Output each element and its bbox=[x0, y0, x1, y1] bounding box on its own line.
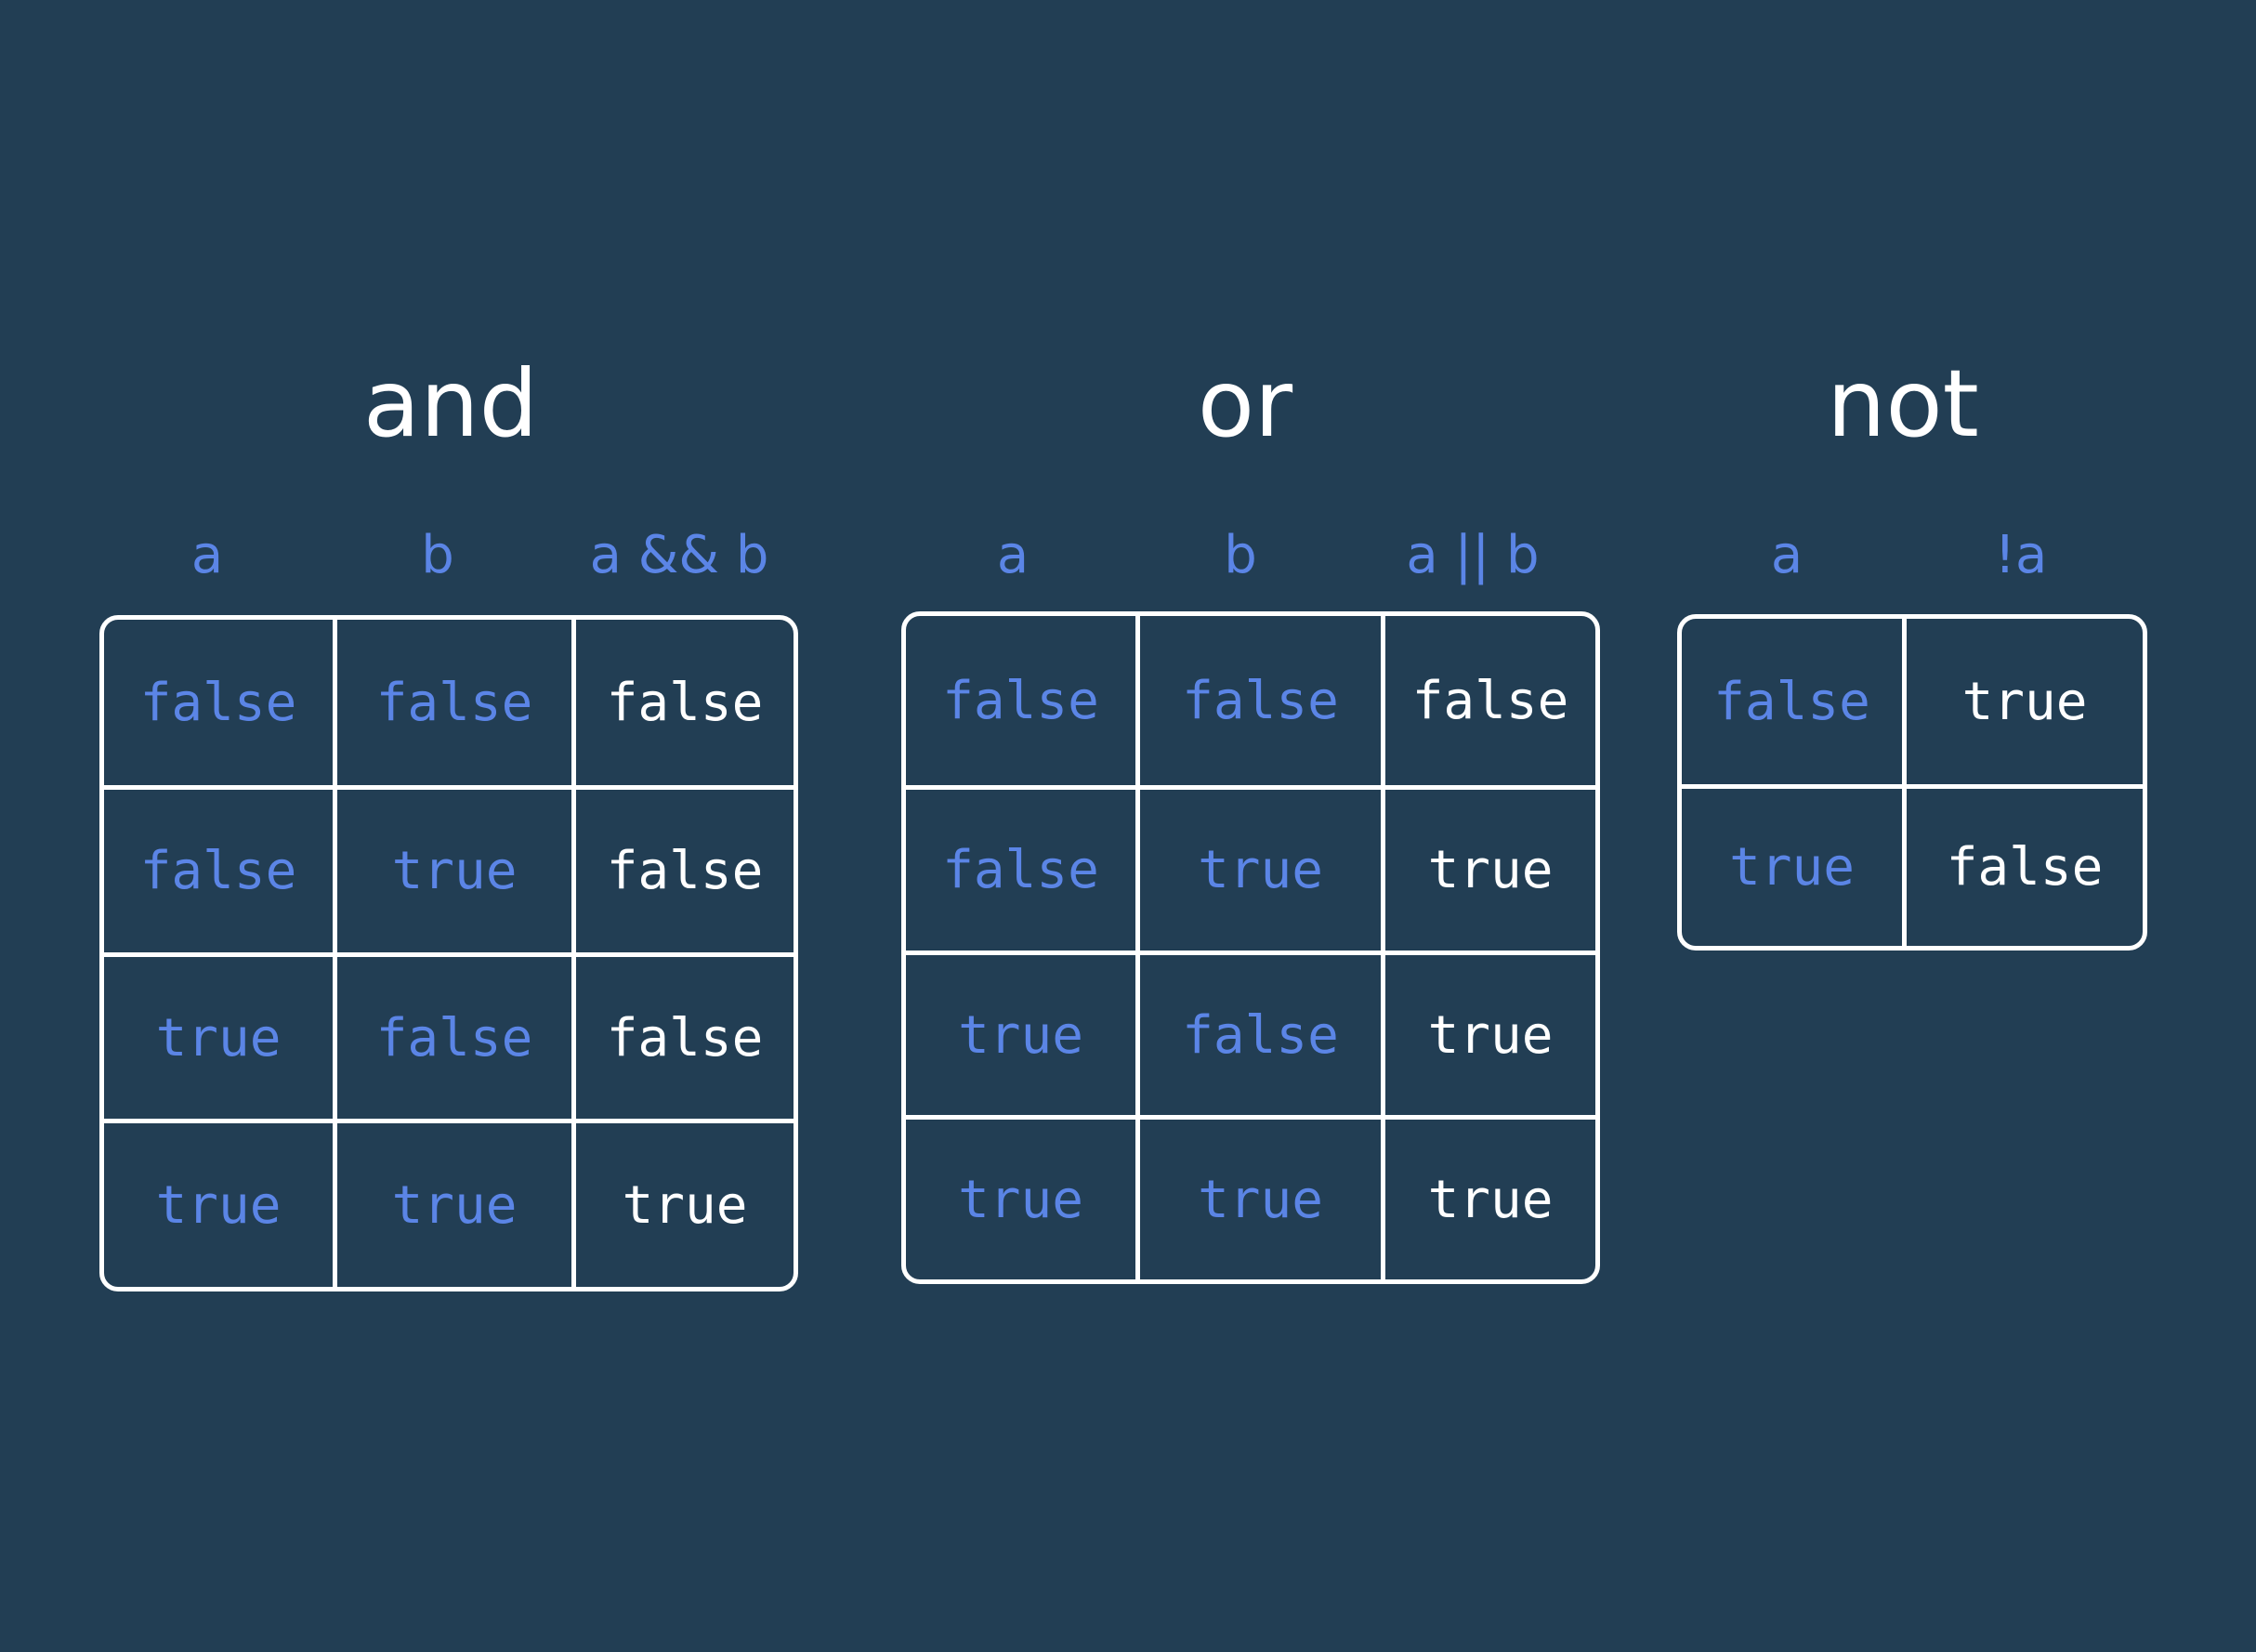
not-row-divider bbox=[1682, 784, 2143, 789]
and-cell-b: true bbox=[391, 1174, 518, 1236]
or-cell-result: true bbox=[1427, 1004, 1554, 1066]
not-cell-result: true bbox=[1961, 671, 2088, 732]
not-header-result: !a bbox=[1994, 525, 2048, 585]
and-cell-a: false bbox=[139, 841, 297, 901]
or-cell-result: false bbox=[1411, 670, 1569, 731]
or-cell-result: true bbox=[1427, 840, 1554, 900]
not-cell-a: false bbox=[1713, 671, 1870, 732]
not-col-divider bbox=[1902, 619, 1907, 946]
and-header-b: b bbox=[421, 525, 454, 585]
or-cell-b: false bbox=[1182, 670, 1339, 731]
and-cell-a: false bbox=[139, 672, 297, 733]
not-table: false true true false bbox=[1677, 614, 2147, 951]
or-cell-b: false bbox=[1182, 1004, 1339, 1066]
and-header-a: a bbox=[190, 525, 224, 585]
or-header-b: b bbox=[1224, 525, 1257, 585]
or-header-result: a || b bbox=[1406, 525, 1540, 585]
and-row-divider bbox=[104, 1119, 794, 1123]
and-cell-result: false bbox=[606, 1007, 764, 1069]
and-cell-result: false bbox=[606, 841, 764, 901]
not-header-a: a bbox=[1770, 525, 1803, 585]
or-row-divider bbox=[906, 785, 1595, 790]
or-row-divider bbox=[906, 1115, 1595, 1120]
not-cell-result: false bbox=[1946, 837, 2104, 898]
and-header-result: a && b bbox=[589, 525, 769, 585]
not-cell-a: true bbox=[1729, 837, 1855, 898]
and-row-divider bbox=[104, 952, 794, 957]
and-cell-b: true bbox=[391, 841, 518, 901]
or-header-a: a bbox=[996, 525, 1030, 585]
and-cell-a: true bbox=[155, 1007, 282, 1069]
and-table: false false false false true false true … bbox=[99, 615, 798, 1291]
or-cell-a: true bbox=[958, 1169, 1083, 1230]
or-table: false false false false true true true f… bbox=[901, 611, 1600, 1284]
not-title: not bbox=[1827, 349, 1979, 458]
or-title: or bbox=[1197, 349, 1293, 458]
or-cell-a: false bbox=[942, 840, 1099, 900]
and-title: and bbox=[362, 349, 539, 458]
or-row-divider bbox=[906, 951, 1595, 955]
and-cell-result: false bbox=[606, 672, 764, 733]
and-cell-a: true bbox=[155, 1174, 282, 1236]
or-cell-b: true bbox=[1198, 1169, 1323, 1230]
or-cell-a: false bbox=[942, 670, 1099, 731]
or-cell-result: true bbox=[1427, 1169, 1554, 1230]
and-cell-result: true bbox=[622, 1174, 748, 1236]
and-row-divider bbox=[104, 785, 794, 790]
or-cell-a: true bbox=[958, 1004, 1083, 1066]
or-col-divider bbox=[1381, 616, 1385, 1279]
or-cell-b: true bbox=[1198, 840, 1323, 900]
or-col-divider bbox=[1135, 616, 1140, 1279]
and-cell-b: false bbox=[375, 1007, 533, 1069]
and-cell-b: false bbox=[375, 672, 533, 733]
